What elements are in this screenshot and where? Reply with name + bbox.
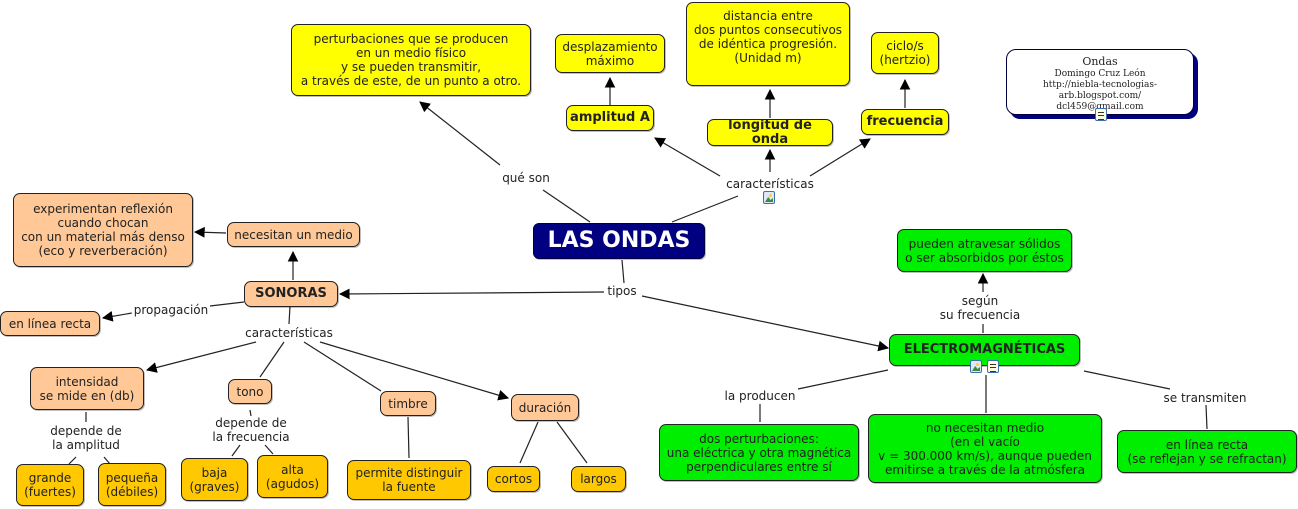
link-line: [1205, 404, 1208, 430]
frequency-def-node[interactable]: ciclo/s (hertzio): [871, 32, 939, 74]
distinguish-source-node[interactable]: permite distinguir la fuente: [347, 460, 471, 500]
link-label-produced-by: la producen: [722, 389, 798, 403]
needs-medium-node[interactable]: necesitan un medio: [227, 222, 360, 247]
straight-line-sound-node[interactable]: en línea recta: [0, 311, 100, 336]
timbre-node[interactable]: timbre: [380, 391, 436, 416]
document-icon[interactable]: [1095, 108, 1107, 121]
link-line: [68, 456, 77, 465]
link-line: [407, 416, 410, 459]
link-arrow: [319, 341, 510, 401]
link-label-what-are: qué son: [500, 171, 552, 185]
link-line: [103, 456, 111, 465]
intensity-node[interactable]: intensidad se mide en (db): [30, 367, 144, 410]
link-arrow: [193, 226, 227, 238]
link-line: [556, 421, 588, 464]
amplitude-node[interactable]: amplitud A: [566, 105, 654, 131]
link-label-transmitted: se transmiten: [1161, 391, 1249, 405]
link-label-depends-amplitude: depende de la amplitud: [48, 424, 124, 452]
link-line: [671, 195, 739, 223]
info-box: Ondas Domingo Cruz León http://niebla-te…: [1006, 49, 1194, 121]
link-label-propagation: propagación: [131, 303, 211, 317]
link-line: [519, 421, 539, 464]
link-arrow: [145, 341, 257, 373]
link-arrow: [654, 137, 721, 177]
definition-node[interactable]: perturbaciones que se producen en un med…: [291, 24, 531, 96]
info-author: Domingo Cruz León: [1054, 69, 1146, 79]
short-node[interactable]: cortos: [487, 466, 540, 492]
link-line: [259, 341, 285, 378]
link-line: [209, 301, 245, 307]
link-line: [621, 259, 625, 284]
electromagnetic-node[interactable]: ELECTROMAGNÉTICAS: [889, 334, 1080, 366]
link-line: [288, 305, 291, 325]
wavelength-node[interactable]: longitud de onda: [707, 118, 833, 146]
link-arrow: [641, 295, 890, 352]
link-label-by-frequency: según su frecuencia: [937, 294, 1023, 322]
high-pitch-node[interactable]: alta (agudos): [257, 455, 328, 498]
amplitude-def-node[interactable]: desplazamiento máximo: [555, 34, 665, 73]
link-label-types: tipos: [605, 284, 639, 298]
document-icon[interactable]: [987, 360, 999, 373]
loud-node[interactable]: grande (fuertes): [16, 464, 84, 506]
pass-through-solids-node[interactable]: pueden atravesar sólidos o ser absorbido…: [897, 229, 1072, 272]
link-line: [1083, 370, 1171, 390]
sonoras-node[interactable]: SONORAS: [244, 281, 338, 307]
link-line: [303, 341, 382, 392]
link-arrow: [338, 288, 605, 300]
info-url[interactable]: http://niebla-tecnologias-arb.blogspot.c…: [1042, 80, 1158, 101]
link-arrow: [809, 138, 871, 177]
link-line: [249, 409, 252, 417]
soft-node[interactable]: pequeña (débiles): [98, 463, 166, 506]
reflection-node[interactable]: experimentan reflexión cuando chocan con…: [13, 193, 193, 267]
no-medium-node[interactable]: no necesitan medio (en el vacío v = 300.…: [868, 414, 1102, 483]
long-node[interactable]: largos: [571, 466, 626, 492]
wavelength-def-node[interactable]: distancia entre dos puntos consecutivos …: [686, 2, 850, 86]
link-label-sound-characteristics: características: [243, 326, 335, 340]
straight-line-em-node[interactable]: en línea recta (se reflejan y se refract…: [1117, 430, 1297, 473]
link-arrow: [419, 101, 501, 166]
link-line: [542, 189, 591, 223]
image-icon[interactable]: [970, 360, 982, 373]
image-icon[interactable]: [763, 191, 775, 204]
frequency-node[interactable]: frecuencia: [861, 109, 949, 135]
link-arrow: [101, 311, 133, 322]
info-title: Ondas: [1082, 55, 1118, 68]
two-disturbances-node[interactable]: dos perturbaciones: una eléctrica y otra…: [659, 424, 859, 481]
info-email[interactable]: dcl459@gmail.com: [1056, 102, 1144, 112]
link-line: [231, 444, 241, 457]
low-pitch-node[interactable]: baja (graves): [181, 458, 248, 501]
link-label-depends-frequency: depende de la frecuencia: [210, 416, 292, 444]
link-label-characteristics: características: [724, 177, 816, 191]
main-concept-node[interactable]: LAS ONDAS: [533, 223, 705, 259]
link-line: [797, 369, 889, 390]
tone-node[interactable]: tono: [228, 379, 272, 404]
link-line: [264, 444, 274, 455]
duration-node[interactable]: duración: [511, 394, 579, 421]
